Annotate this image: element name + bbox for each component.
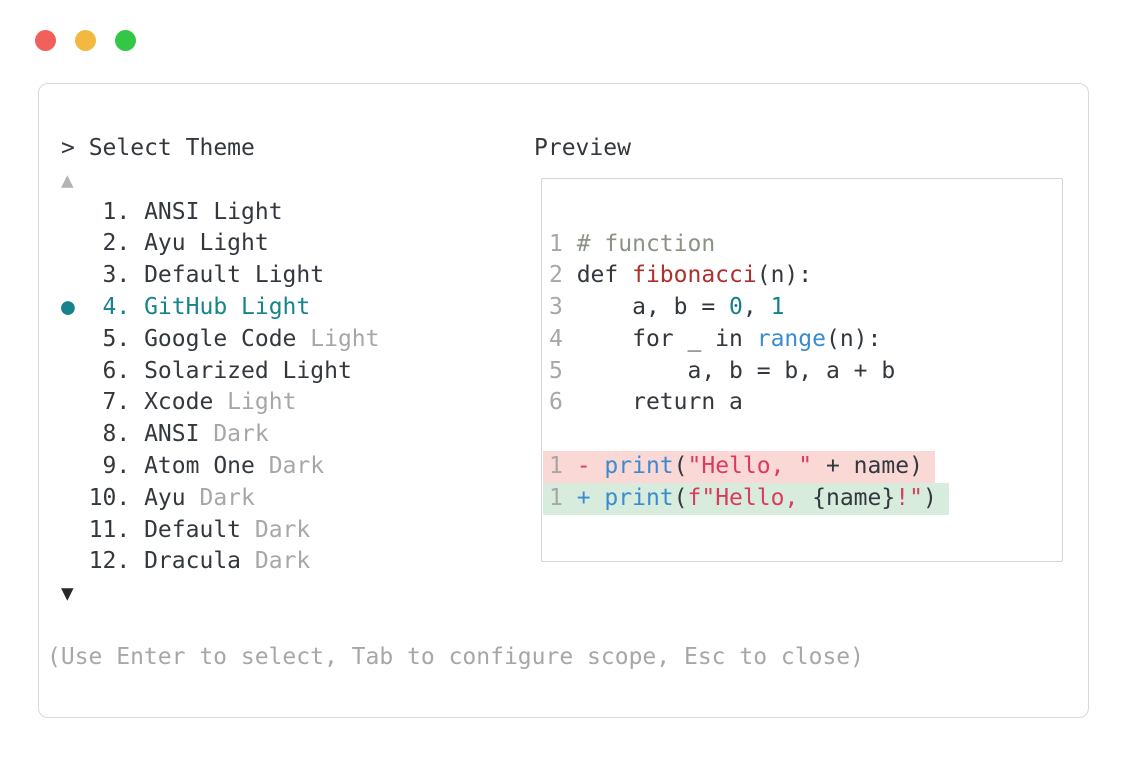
code-token: + name) — [812, 453, 923, 480]
theme-list: 1. ANSI Light 2. Ayu Light 3. Default Li… — [61, 197, 380, 579]
theme-option-8[interactable]: 8. ANSI Dark — [61, 419, 380, 451]
code-token: 5. Google Code — [61, 325, 297, 352]
code-token: ( — [673, 453, 688, 480]
code-line-9: 1 + print(f"Hello, {name}!") — [543, 482, 949, 515]
code-token: (n): — [825, 325, 882, 352]
code-line-4: 4 for _ in range(n): — [543, 324, 949, 356]
code-token: 1 — [549, 453, 577, 480]
theme-option-4[interactable]: ● 4. GitHub Light — [61, 292, 380, 324]
code-token: 6 — [549, 389, 577, 416]
code-line-3: 3 a, b = 0, 1 — [543, 292, 949, 324]
theme-option-10[interactable]: 10. Ayu Dark — [61, 483, 380, 515]
code-token: 11. Default — [61, 516, 242, 543]
code-token: 1 — [549, 484, 577, 511]
theme-select-dialog: > Select Theme ▲ 1. ANSI Light 2. Ayu Li… — [38, 83, 1089, 718]
code-token: 6. Solarized Light — [61, 357, 352, 384]
theme-option-7[interactable]: 7. Xcode Light — [61, 387, 380, 419]
code-token: Light — [213, 389, 297, 416]
code-token: 8. ANSI — [61, 421, 200, 448]
zoom-window-button[interactable] — [114, 29, 136, 51]
code-token: print — [604, 453, 674, 480]
code-token: f"Hello, — [687, 484, 813, 511]
theme-option-2[interactable]: 2. Ayu Light — [61, 228, 380, 260]
code-token: range — [756, 325, 826, 352]
code-line-2: 2 def fibonacci(n): — [543, 260, 949, 292]
code-token: {name} — [812, 484, 896, 511]
code-token: ( — [673, 484, 688, 511]
close-window-button[interactable] — [34, 29, 56, 51]
minimize-window-button[interactable] — [74, 29, 96, 51]
theme-option-12[interactable]: 12. Dracula Dark — [61, 546, 380, 578]
code-token: def — [576, 262, 633, 289]
code-token: , — [742, 294, 771, 321]
code-token: + — [576, 484, 605, 511]
theme-option-3[interactable]: 3. Default Light — [61, 260, 380, 292]
code-token: 7. Xcode — [61, 389, 214, 416]
code-line-6: 6 return a — [543, 387, 949, 419]
code-token: !" — [895, 484, 923, 511]
theme-option-6[interactable]: 6. Solarized Light — [61, 356, 380, 388]
code-token: ● 4. GitHub Light — [61, 294, 311, 321]
code-token: ) — [922, 484, 937, 511]
code-token: 5 — [549, 357, 577, 384]
code-token: Light — [296, 325, 380, 352]
code-line-8: 1 - print("Hello, " + name) — [543, 451, 949, 483]
code-token: (n): — [756, 262, 813, 289]
code-token: 1. ANSI Light — [61, 198, 283, 225]
theme-option-5[interactable]: 5. Google Code Light — [61, 324, 380, 356]
code-token: 9. Atom One — [61, 453, 255, 480]
code-line-1: 1 # function — [543, 229, 949, 261]
code-token: print — [604, 484, 674, 511]
code-token: "Hello, " — [687, 453, 813, 480]
code-token: 12. Dracula — [61, 548, 242, 575]
code-token: Dark — [254, 453, 325, 480]
code-token: 0 — [729, 294, 743, 321]
code-token: 2 — [549, 262, 577, 289]
theme-option-11[interactable]: 11. Default Dark — [61, 515, 380, 547]
code-token: Dark — [241, 548, 311, 575]
scroll-down-icon: ▼ — [61, 581, 74, 606]
code-token: return a — [576, 389, 743, 416]
code-token: a, b = — [576, 294, 730, 321]
code-token: 1 — [770, 294, 785, 321]
code-token: Dark — [185, 484, 255, 511]
prompt-title: > Select Theme — [61, 135, 255, 162]
code-line-7 — [543, 419, 949, 451]
code-token: 1 — [549, 230, 577, 257]
code-token: # function — [576, 230, 716, 257]
code-token: Dark — [199, 421, 269, 448]
preview-title: Preview — [534, 135, 631, 162]
code-token: - — [576, 453, 605, 480]
code-token: a, b = b, a + b — [576, 357, 896, 384]
code-token: for _ in — [576, 325, 757, 352]
code-token: 10. Ayu — [61, 484, 186, 511]
code-token: 4 — [549, 325, 577, 352]
theme-option-1[interactable]: 1. ANSI Light — [61, 197, 380, 229]
help-text: (Use Enter to select, Tab to configure s… — [47, 643, 864, 670]
code-token: 3 — [549, 294, 577, 321]
scroll-up-icon: ▲ — [61, 167, 74, 192]
code-token: 3. Default Light — [61, 262, 325, 289]
code-line-5: 5 a, b = b, a + b — [543, 356, 949, 388]
code-token: Dark — [241, 516, 311, 543]
code-token: 2. Ayu Light — [61, 230, 269, 257]
theme-option-9[interactable]: 9. Atom One Dark — [61, 451, 380, 483]
code-token: fibonacci — [632, 262, 757, 289]
